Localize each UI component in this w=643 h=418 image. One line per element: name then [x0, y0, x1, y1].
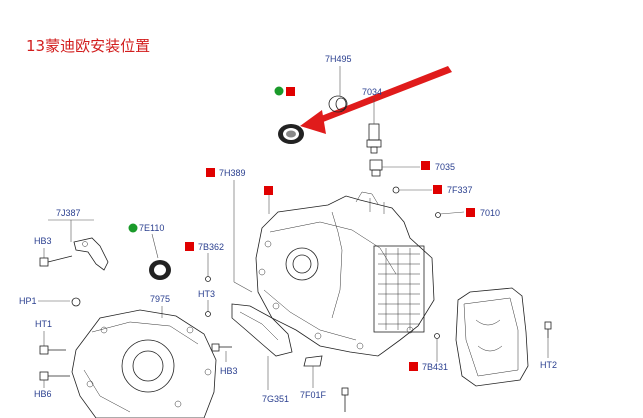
label-7F01F: 7F01F	[300, 390, 327, 400]
part-7G351	[231, 303, 293, 357]
label-7975: 7975	[150, 294, 170, 304]
label-HT3: HT3	[198, 289, 215, 299]
part-7035	[369, 159, 383, 177]
red-marker-icon	[286, 87, 295, 96]
label-7H495: 7H495	[325, 54, 352, 64]
label-7B431: 7B431	[422, 362, 448, 372]
label-7E110: 7E110	[139, 223, 164, 233]
label-7035: 7035	[435, 162, 455, 172]
label-HP1: HP1	[19, 296, 37, 306]
green-marker-icon	[274, 86, 284, 96]
red-marker-icon	[264, 186, 273, 195]
part-7H495	[328, 95, 348, 113]
label-7H389: 7H389	[219, 168, 246, 178]
red-marker-icon	[206, 168, 215, 177]
bolt-HB6	[39, 371, 70, 381]
bolt-HB3-upper	[39, 255, 73, 267]
label-7F337: 7F337	[447, 185, 473, 195]
green-marker-icon	[128, 223, 138, 233]
transmission-housing	[255, 191, 435, 357]
label-HB3-lower: HB3	[220, 366, 238, 376]
label-HB6: HB6	[34, 389, 52, 399]
label-HT1: HT1	[35, 319, 52, 329]
bolt-HT2	[544, 321, 552, 338]
label-7J387: 7J387	[56, 208, 81, 218]
bolt-HT1	[39, 345, 66, 355]
red-marker-icon	[433, 185, 442, 194]
oil-seal	[278, 124, 304, 144]
bolt-bottom	[341, 387, 349, 412]
red-marker-icon	[466, 208, 475, 217]
label-7010: 7010	[480, 208, 500, 218]
label-7G351: 7G351	[262, 394, 289, 404]
red-marker-icon	[421, 161, 430, 170]
label-7B362: 7B362	[198, 242, 224, 252]
red-marker-icon	[185, 242, 194, 251]
label-HB3-upper: HB3	[34, 236, 52, 246]
part-7J387	[73, 237, 109, 271]
red-arrow-icon	[300, 66, 452, 134]
diagram-title: 13蒙迪欧安装位置	[26, 37, 150, 55]
label-7034: 7034	[362, 87, 382, 97]
bolt-HB3-lower	[211, 343, 232, 352]
part-7034	[366, 123, 382, 154]
part-7E110	[149, 260, 171, 280]
lower-housing	[71, 309, 217, 418]
label-HT2: HT2	[540, 360, 557, 370]
oil-pan	[455, 287, 529, 387]
red-marker-icon	[409, 362, 418, 371]
